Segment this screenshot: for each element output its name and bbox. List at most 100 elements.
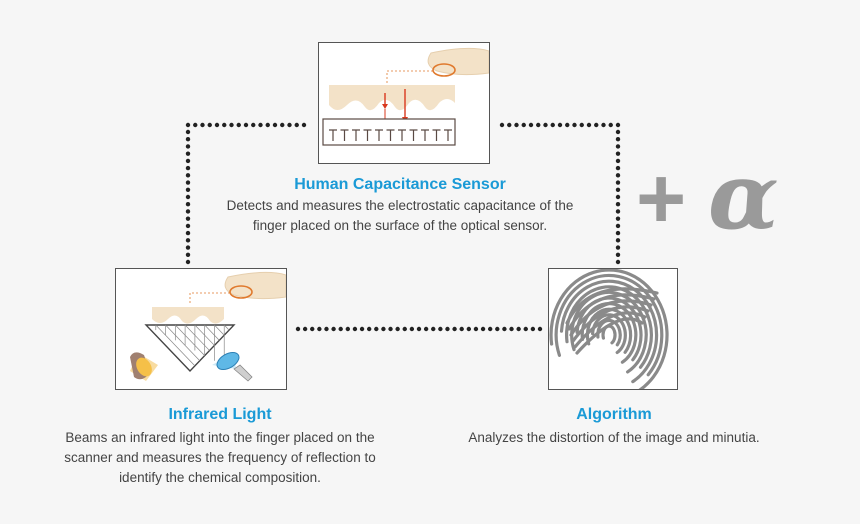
connector-dot: [366, 326, 372, 332]
connector-dot: [345, 326, 351, 332]
connector-dot: [579, 122, 584, 128]
fingerprint-ridge: [567, 293, 656, 331]
connector-dot: [258, 122, 263, 128]
connector-dot: [416, 326, 422, 332]
sensor-electrode: [340, 129, 349, 141]
connector-dot: [287, 122, 292, 128]
sensor-electrode: [409, 129, 418, 141]
fingerprint-icon: [549, 268, 669, 393]
connector-dot: [438, 326, 443, 332]
connector-top-left: [185, 122, 307, 128]
connector-dot: [185, 194, 191, 200]
connector-dot: [431, 326, 436, 332]
connector-dot: [459, 326, 464, 332]
connector-dot: [509, 326, 514, 332]
connector-dot: [452, 326, 457, 332]
connector-dot: [185, 252, 191, 257]
connector-dot: [466, 326, 472, 332]
plus-alpha-symbol: + α: [636, 162, 779, 242]
fingerprint-ridge: [601, 324, 617, 345]
infrared-light-description-line1: Beams an infrared light into the finger …: [65, 430, 375, 445]
connector-dot: [251, 122, 256, 128]
connector-dot: [331, 326, 336, 332]
connector-dot: [185, 216, 191, 221]
connector-dot: [185, 223, 191, 229]
connector-dot: [507, 122, 512, 128]
connector-dot: [185, 180, 191, 185]
prism-mesh-line: [223, 324, 230, 331]
prism-mesh-line: [175, 324, 205, 356]
connector-dot: [185, 238, 191, 243]
connector-dot: [409, 326, 415, 332]
algorithm-panel: [548, 268, 678, 393]
connector-dot: [229, 122, 234, 128]
connector-dot: [615, 151, 621, 156]
algorithm-description-line1: Analyzes the distortion of the image and…: [468, 430, 760, 445]
sensor-electrode: [363, 129, 372, 141]
connector-dot: [601, 122, 606, 128]
connector-dot: [185, 165, 191, 171]
connector-dot: [185, 187, 191, 192]
connector-dot: [185, 245, 191, 250]
connector-dot: [557, 122, 563, 128]
connector-dot: [473, 326, 479, 332]
connector-dot: [381, 326, 386, 332]
connector-dot: [374, 326, 379, 332]
connector-dot: [565, 122, 570, 128]
connector-dot: [514, 122, 519, 128]
connector-dot: [200, 122, 205, 128]
connector-dot: [272, 122, 278, 128]
connector-dot: [294, 122, 299, 128]
connector-dot: [615, 259, 621, 265]
infrared-light-illustration: [130, 271, 287, 382]
connector-dot: [615, 194, 621, 200]
connector-dot: [222, 122, 227, 128]
algorithm-title: Algorithm: [576, 406, 652, 423]
connector-dot: [317, 326, 322, 332]
connector-dot: [523, 326, 528, 332]
infrared-light-panel: [115, 268, 287, 390]
capacitance-sensor-description-line1: Detects and measures the electrostatic c…: [226, 198, 574, 213]
connector-dot: [615, 180, 621, 185]
connector-dot: [236, 122, 241, 128]
connector-dot: [185, 122, 191, 128]
connector-bottom: [295, 326, 543, 332]
connector-dot: [265, 122, 270, 128]
capacitance-sensor-illustration: [322, 47, 490, 146]
fingerprint-ridge: [573, 311, 647, 349]
sensor-electrode: [386, 129, 395, 141]
connector-dot: [302, 326, 308, 332]
connector-dot: [608, 122, 613, 128]
connector-dot: [536, 122, 541, 128]
fingerprint-ridge: [565, 287, 659, 325]
connector-dot: [207, 122, 212, 128]
connector-dot: [359, 326, 365, 332]
sensor-electrode: [375, 129, 383, 141]
connector-dot: [615, 187, 621, 192]
connector-dot: [550, 122, 555, 128]
connector-dot: [185, 144, 191, 149]
sensor-electrode: [444, 129, 452, 141]
infrared-light-description-line2: scanner and measures the frequency of re…: [64, 450, 376, 465]
alpha-symbol: α: [708, 162, 779, 242]
connector-dot: [280, 122, 285, 128]
connector-dot: [521, 122, 526, 128]
connector-dot: [388, 326, 393, 332]
fingerprint-ridge: [569, 299, 653, 337]
connector-dot: [615, 129, 621, 135]
connector-dot: [185, 209, 191, 214]
connector-top-right: [499, 122, 621, 128]
connector-dot: [528, 122, 534, 128]
prism-mesh-line: [155, 324, 196, 367]
capacitance-sensor-title: Human Capacitance Sensor: [294, 176, 506, 193]
connector-dot: [185, 158, 191, 164]
connector-dot: [530, 326, 536, 332]
connector-dot: [615, 173, 621, 178]
connector-dot: [352, 326, 358, 332]
prism-mesh-line: [214, 324, 225, 336]
connector-dot: [615, 137, 621, 142]
infrared-light-title: Infrared Light: [168, 406, 272, 423]
sensor-electrode: [432, 129, 441, 141]
connector-dot: [338, 326, 343, 332]
